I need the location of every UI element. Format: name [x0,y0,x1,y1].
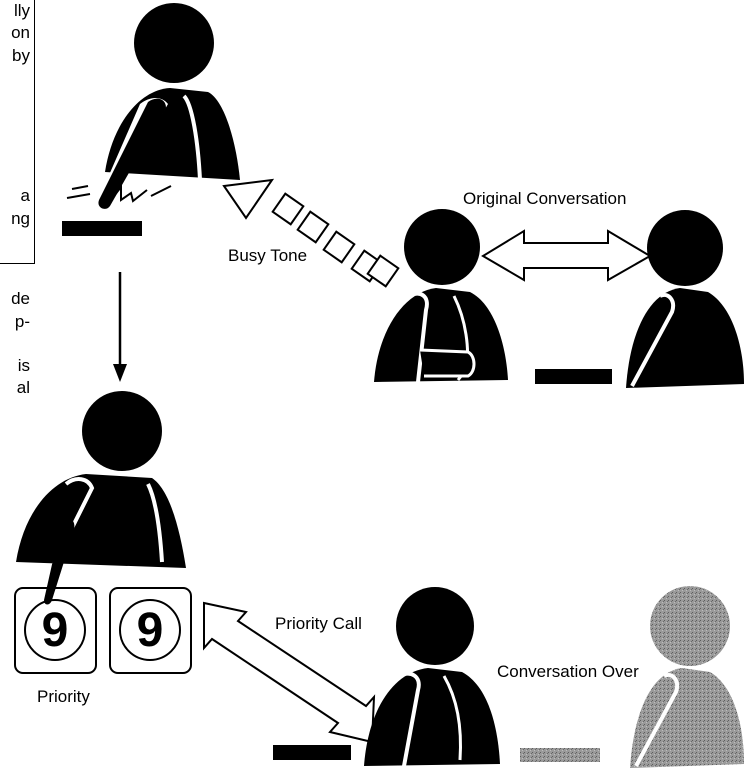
priority-call-label: Priority Call [275,614,362,633]
left-fragment-7: p- [14,312,30,331]
phone-bottom [273,745,351,760]
left-text-box [0,0,35,264]
caller-figure-bottom [16,391,186,601]
priority-key-1[interactable]: 9 [42,604,69,657]
conversation-arrow [481,229,652,282]
callee-figure [364,587,500,767]
press-lines [66,184,172,203]
speaker-left [374,209,508,383]
busy-tone-arrow [222,178,400,288]
faded-figure [520,586,744,768]
left-fragment-6: de [11,289,30,308]
priority-label: Priority [37,687,90,706]
priority-key-2[interactable]: 9 [137,604,164,657]
left-fragment-8: is [17,356,30,375]
speaker-right [626,210,744,388]
priority-keypad [14,518,192,674]
left-fragment-3: by [12,46,30,65]
left-fragment-4: a [20,186,30,205]
down-arrow [113,272,127,382]
left-fragment-2: on [11,23,30,42]
left-fragment-1: lly [13,1,30,20]
left-fragment-9: al [16,378,30,397]
phone-middle [535,369,612,384]
original-conversation-label: Original Conversation [463,189,627,208]
busy-tone-label: Busy Tone [228,246,308,265]
caller-figure-top [98,3,240,209]
left-fragment-5: ng [11,209,30,228]
phone-top [62,221,142,236]
conversation-over-label: Conversation Over [497,662,639,682]
